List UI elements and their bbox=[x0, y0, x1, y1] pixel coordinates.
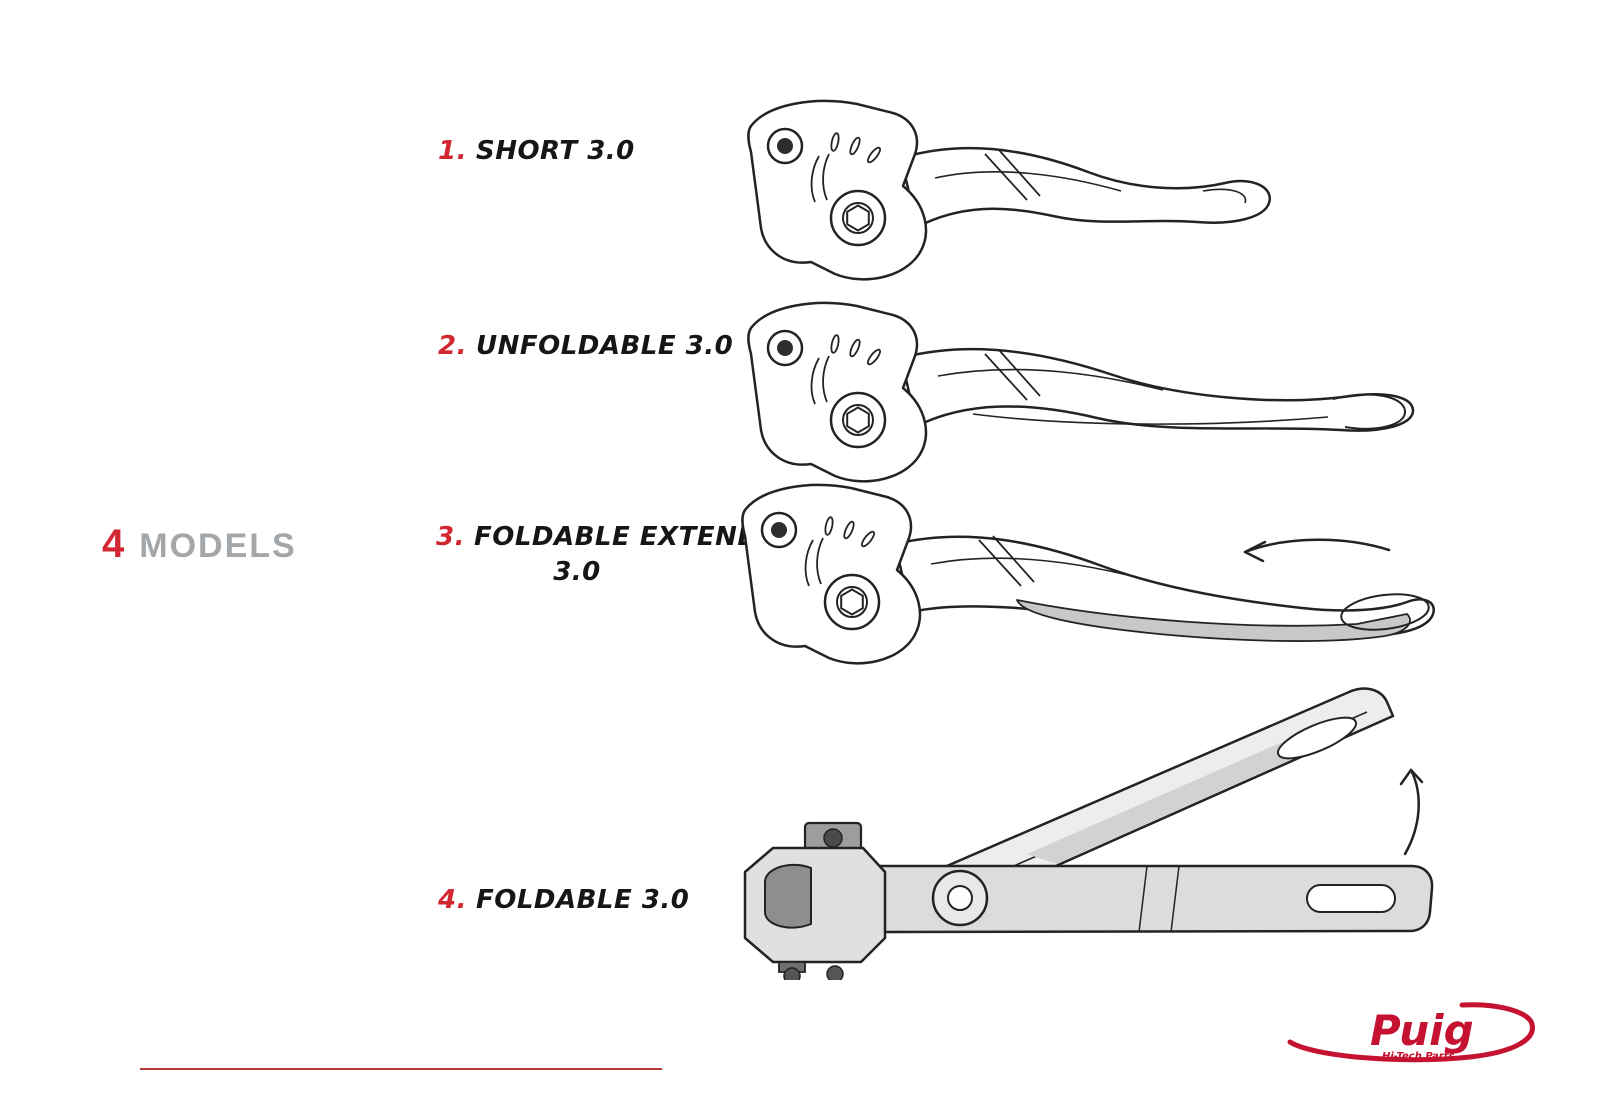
model-4-number: 4. bbox=[438, 885, 467, 915]
fold-direction-arrow bbox=[1399, 768, 1424, 856]
extend-direction-arrow bbox=[1243, 538, 1391, 563]
lever-illustrations bbox=[741, 99, 1435, 980]
puig-logo: Puig Hi-Tech Parts bbox=[1287, 1002, 1535, 1063]
lever-short-mount bbox=[747, 99, 928, 281]
lever-unfoldable-blade bbox=[899, 347, 1415, 432]
logo-swoosh bbox=[1287, 1002, 1535, 1063]
model-3-label: 3.FOLDABLE EXTENDABLE 3.0 bbox=[436, 522, 835, 587]
brand-tagline: Hi-Tech Parts bbox=[1382, 1051, 1454, 1062]
main-arm-slot bbox=[1306, 884, 1396, 913]
lever-foldable-extendable-illustration bbox=[741, 483, 1435, 665]
lever-extendable-mount bbox=[741, 483, 922, 665]
model-2-number: 2. bbox=[438, 331, 467, 361]
model-1-number: 1. bbox=[438, 136, 467, 166]
lever-short-blade bbox=[899, 146, 1272, 229]
footer-divider-line bbox=[140, 1068, 662, 1070]
lever-main-arm bbox=[875, 864, 1434, 934]
model-3-name-line2: 3.0 bbox=[553, 557, 601, 587]
handlebar-clamp bbox=[743, 821, 887, 980]
model-4-name: FOLDABLE 3.0 bbox=[475, 885, 690, 915]
model-2-name: UNFOLDABLE 3.0 bbox=[475, 331, 734, 361]
model-2-label: 2. UNFOLDABLE 3.0 bbox=[438, 331, 733, 361]
lever-extendable-tip bbox=[1340, 593, 1430, 631]
models-heading-label: MODELS bbox=[139, 527, 297, 565]
models-heading: 4 MODELS bbox=[102, 522, 297, 567]
lever-foldable-illustration bbox=[743, 687, 1434, 980]
lever-unfoldable-mount bbox=[747, 301, 928, 483]
model-1-name: SHORT 3.0 bbox=[475, 136, 635, 166]
model-4-label: 4. FOLDABLE 3.0 bbox=[438, 885, 689, 915]
lever-unfoldable-illustration bbox=[747, 301, 1415, 483]
lever-short-illustration bbox=[747, 99, 1272, 281]
lever-extendable-slider bbox=[1016, 599, 1411, 642]
brand-name: Puig bbox=[1370, 1006, 1474, 1055]
models-count: 4 bbox=[102, 522, 125, 566]
model-3-number: 3. bbox=[436, 522, 465, 552]
folded-blade-slot bbox=[1277, 716, 1357, 760]
model-1-label: 1. SHORT 3.0 bbox=[438, 136, 635, 166]
